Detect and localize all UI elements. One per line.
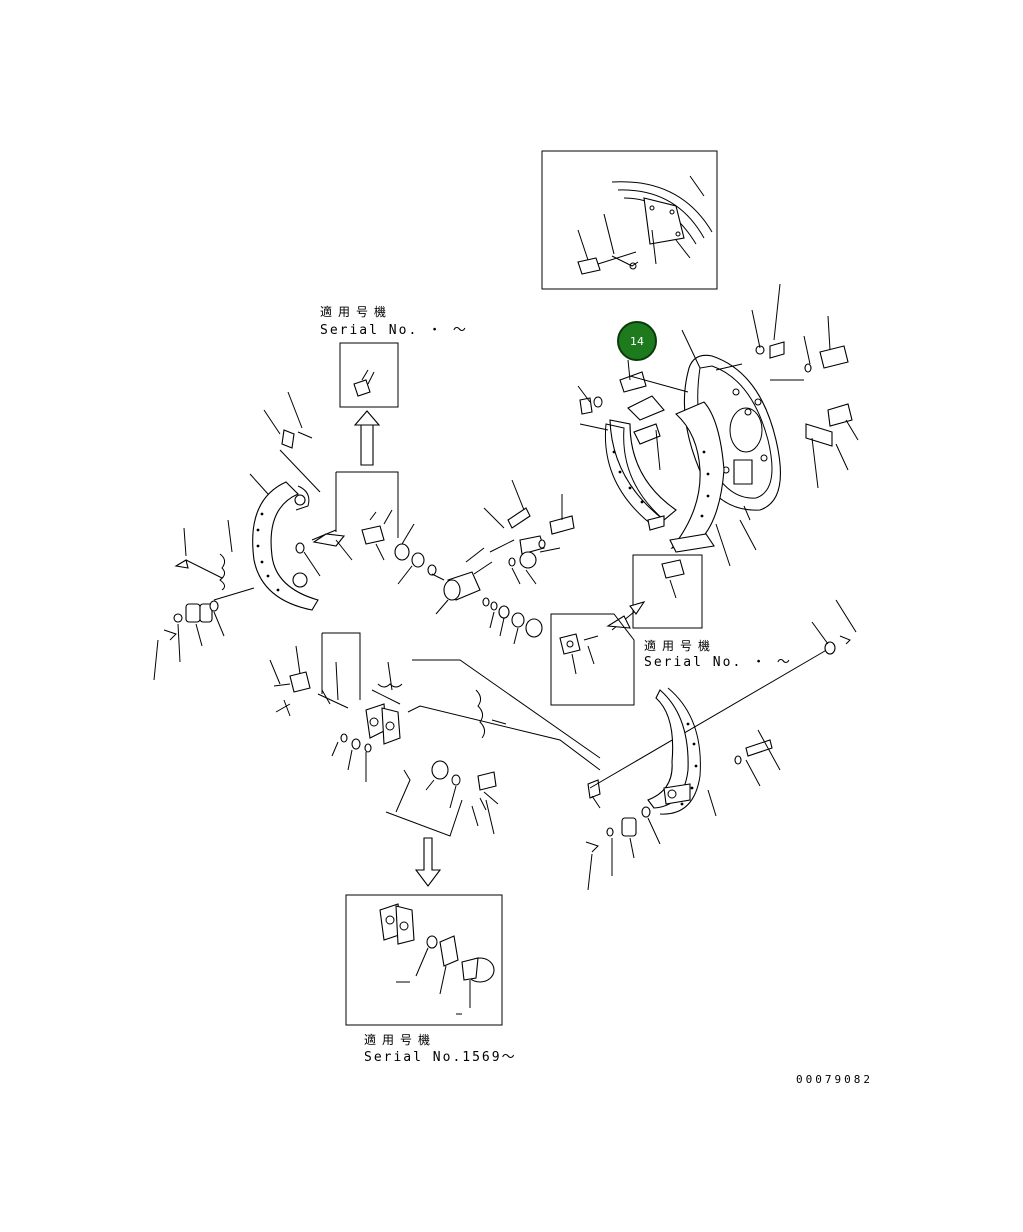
applicability-serial-3: Serial No.1569～ (364, 1050, 517, 1065)
left-brake-shoe (153, 391, 321, 681)
backing-plate-assembly (577, 283, 859, 567)
adjuster-linkage (269, 632, 831, 887)
callout-circle[interactable] (617, 321, 657, 361)
drawing-code: 00079082 (796, 1073, 873, 1086)
applicability-serial-1: Serial No. ・ ～ (320, 323, 468, 338)
wheel-cylinder-group (311, 471, 575, 645)
right-lower-brake-shoe (585, 599, 857, 891)
detail-inset-bottom: 適用号機 Serial No.1569～ (345, 894, 517, 1065)
applicability-inset-upper: 適用号機 Serial No. ・ ～ (320, 304, 468, 466)
detail-inset-top-right (541, 150, 718, 290)
applicability-jp-3: 適用号機 (364, 1032, 436, 1047)
applicability-serial-2: Serial No. ・ ～ (644, 655, 792, 670)
applicability-jp-1: 適用号機 (320, 304, 392, 319)
pin-inset-right: 適用号機 Serial No. ・ ～ (550, 554, 792, 706)
callout-number: 14 (630, 335, 644, 348)
callout-14[interactable]: 14 (617, 321, 657, 361)
applicability-jp-2: 適用号機 (644, 638, 716, 653)
